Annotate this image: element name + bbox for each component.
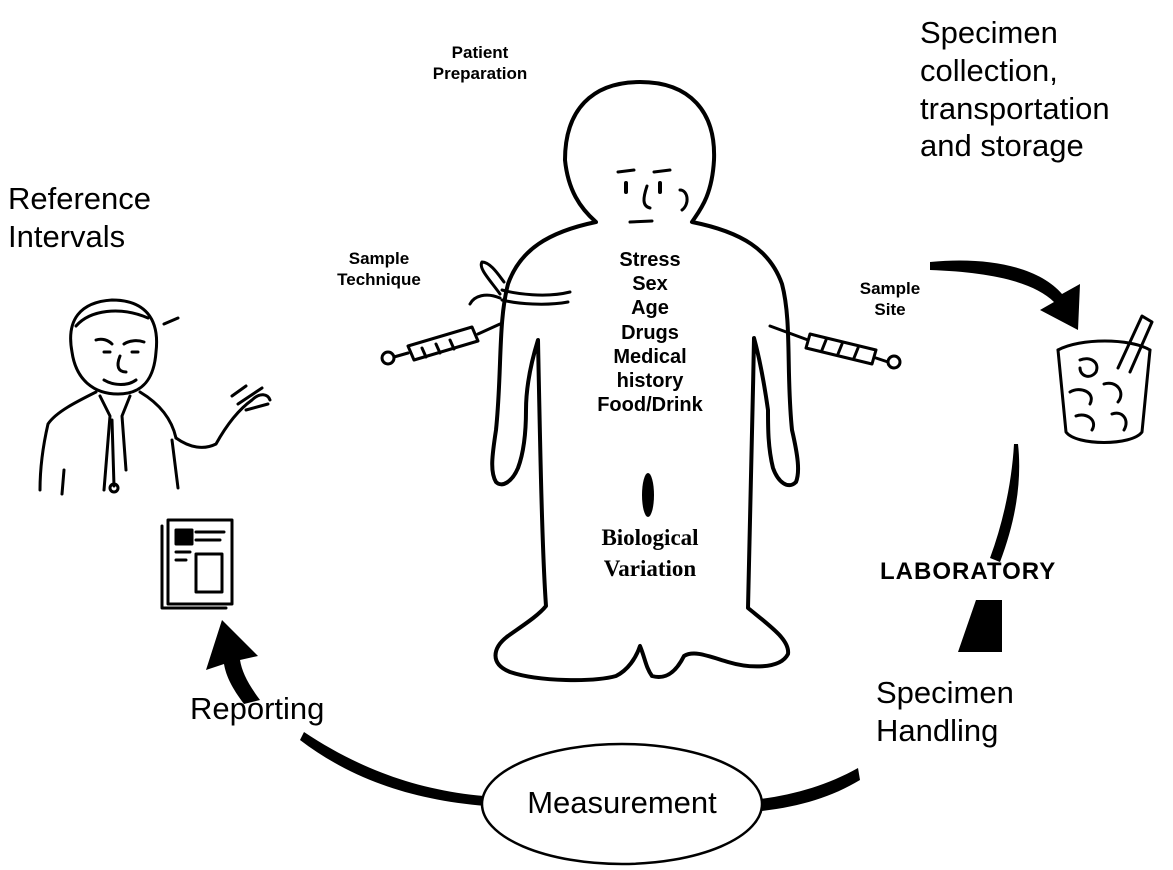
specimen-handling-line-1: Specimen: [876, 675, 1014, 710]
label-reference-intervals: Reference Intervals: [8, 180, 151, 256]
label-sample-technique: Sample Technique: [300, 248, 458, 291]
sample-technique-line-2: Technique: [337, 270, 421, 290]
sample-site-line-1: Sample: [859, 279, 921, 298]
factor-medical: Medical: [613, 345, 687, 368]
factor-drugs: Drugs: [621, 321, 679, 344]
label-specimen-collection: Specimen collection, transportation and …: [920, 14, 1110, 165]
face-mouth: [628, 219, 654, 224]
sample-site-line-2: Site: [874, 300, 906, 320]
face-ear: [678, 188, 689, 212]
sample-technique-line-1: Sample: [348, 249, 410, 268]
cycle-arrows: [206, 260, 1080, 812]
factor-age: Age: [631, 297, 669, 320]
face-eyebrow-left: [616, 168, 636, 174]
biological-variation-line-2: Variation: [603, 556, 697, 582]
patient-preparation-line-2: Preparation: [432, 64, 528, 84]
specimen-collection-line-1: Specimen: [920, 15, 1058, 50]
specimen-handling-line-2: Handling: [876, 712, 999, 748]
doctor-figure: [38, 298, 272, 496]
tourniquet-ends: [468, 260, 506, 306]
label-laboratory: LABORATORY: [880, 558, 1057, 585]
reference-intervals-line-2: Intervals: [8, 218, 126, 254]
tourniquet-band: [500, 288, 572, 306]
report-document-icon: [160, 518, 234, 610]
face-eyebrow-right: [652, 168, 672, 174]
factor-food-drink: Food/Drink: [597, 394, 703, 417]
face-nose: [642, 184, 652, 210]
label-biological-variation: Biological Variation: [560, 522, 740, 584]
label-measurement: Measurement: [527, 785, 717, 820]
biological-variation-line-1: Biological: [601, 525, 699, 550]
factor-history: history: [616, 369, 684, 392]
specimen-collection-line-4: and storage: [920, 128, 1084, 164]
reference-intervals-line-1: Reference: [8, 181, 152, 216]
beaker-icon: [1056, 314, 1154, 444]
patient-preparation-line-1: Patient: [451, 43, 509, 62]
syringe-right: [768, 324, 902, 370]
measurement-ellipse: [480, 742, 764, 866]
label-specimen-handling: Specimen Handling: [876, 674, 1014, 750]
patient-figure: [490, 80, 801, 683]
specimen-collection-line-2: collection,: [920, 52, 1058, 88]
factor-sex: Sex: [632, 273, 668, 296]
specimen-collection-line-3: transportation: [920, 90, 1110, 126]
body-oval-marker: [642, 473, 654, 517]
label-reporting: Reporting: [190, 691, 325, 726]
label-variation-factors: Stress Sex Age Drugs Medical history Foo…: [560, 248, 740, 417]
syringe-left: [380, 322, 502, 366]
label-patient-preparation: Patient Preparation: [400, 42, 560, 85]
factor-stress: Stress: [619, 249, 681, 271]
label-sample-site: Sample Site: [840, 278, 940, 321]
